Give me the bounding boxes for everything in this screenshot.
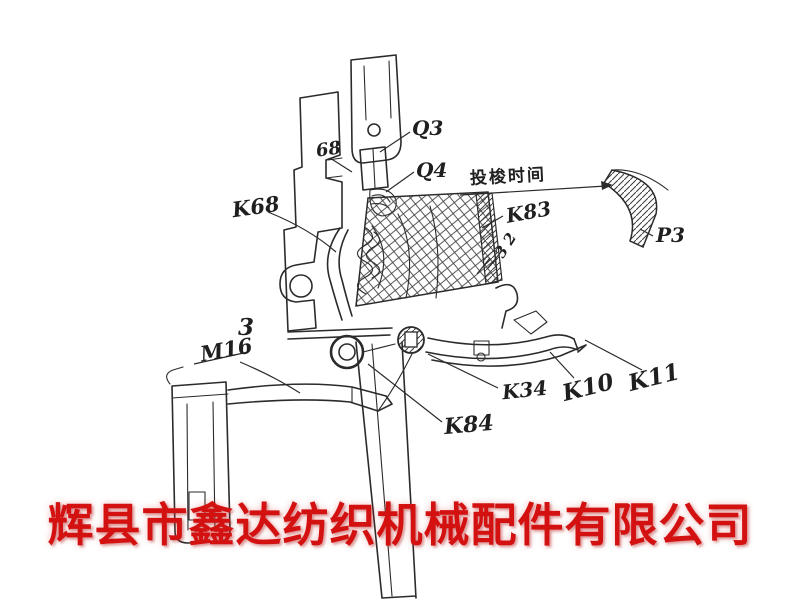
top-plate xyxy=(350,54,402,191)
label-k34: K34 xyxy=(500,375,549,405)
label-68: 68 xyxy=(314,137,343,162)
label-p3: P3 xyxy=(656,223,685,247)
leader-lines xyxy=(193,131,654,423)
label-k84: K84 xyxy=(442,409,495,441)
net-patch xyxy=(355,191,503,307)
left-bracket-arm xyxy=(166,353,413,544)
picking-strap xyxy=(355,341,417,599)
k68-finger xyxy=(326,227,353,321)
rollers xyxy=(329,326,425,370)
label-q3: Q3 xyxy=(412,116,444,140)
p3-shoe xyxy=(602,169,669,249)
label-q4: Q4 xyxy=(416,158,448,182)
label-3: 3 xyxy=(238,314,255,341)
label-k68: K68 xyxy=(230,190,281,223)
right-arm xyxy=(425,283,587,367)
watermark-text: 辉县市鑫达纺织机械配件有限公司 xyxy=(47,498,753,552)
picker-scribble xyxy=(356,227,381,295)
label-timing: 投梭时间 xyxy=(469,165,547,189)
